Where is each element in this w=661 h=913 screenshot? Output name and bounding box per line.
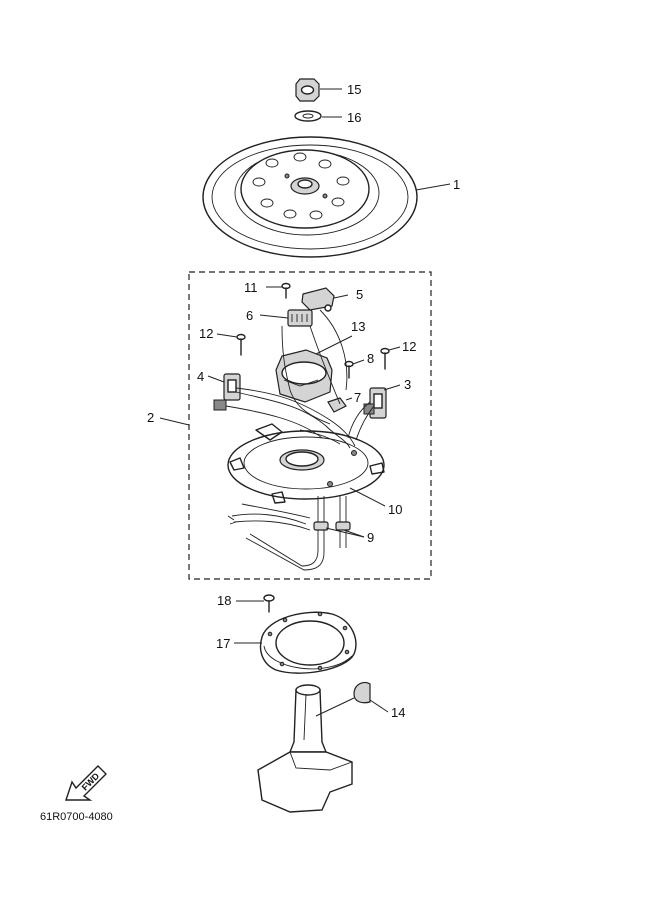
part-18-screw	[236, 594, 275, 613]
callout-4: 4	[197, 369, 204, 384]
callout-12-left: 12	[199, 326, 213, 341]
callout-11: 11	[244, 280, 258, 295]
callout-2: 2	[147, 410, 154, 425]
callout-13: 13	[351, 319, 365, 334]
callout-8: 8	[367, 351, 374, 366]
callout-9: 9	[367, 530, 374, 545]
part-3-coil-right	[363, 384, 401, 419]
part-12-screw-right	[380, 346, 401, 370]
callout-7: 7	[354, 390, 361, 405]
part-12-screw-left	[216, 333, 246, 356]
assembly-2-boundary	[188, 271, 432, 580]
callout-5: 5	[356, 287, 363, 302]
part-8-screw	[344, 359, 365, 379]
part-11-screw	[266, 282, 291, 299]
callout-1: 1	[453, 177, 460, 192]
part-6-pulser	[259, 309, 313, 327]
callout-3: 3	[404, 377, 411, 392]
part-13-coil	[275, 335, 353, 403]
wire-harness	[225, 309, 375, 449]
callout-12-right: 12	[402, 339, 416, 354]
part-5-bracket	[301, 287, 349, 312]
callout-15: 15	[347, 82, 361, 97]
callout-18: 18	[217, 593, 231, 608]
part-1-flywheel	[202, 136, 451, 258]
callout-6: 6	[246, 308, 253, 323]
part-9-wire-leads	[227, 496, 365, 571]
crankshaft	[257, 684, 355, 813]
callout-17: 17	[216, 636, 230, 651]
part-14-woodruff-key	[353, 681, 389, 713]
callout-14: 14	[391, 705, 405, 720]
part-4-coil-left	[207, 373, 241, 411]
part-17-plate	[234, 611, 357, 674]
callout-16: 16	[347, 110, 361, 125]
part-10-base-plate	[227, 423, 386, 507]
part-15-nut	[295, 78, 342, 102]
drawing-code: 61R0700-4080	[40, 811, 113, 823]
callout-10: 10	[388, 502, 402, 517]
part-7-clamp	[327, 397, 353, 413]
part-16-washer	[294, 110, 342, 122]
fwd-arrow-icon: FWD	[65, 765, 107, 801]
